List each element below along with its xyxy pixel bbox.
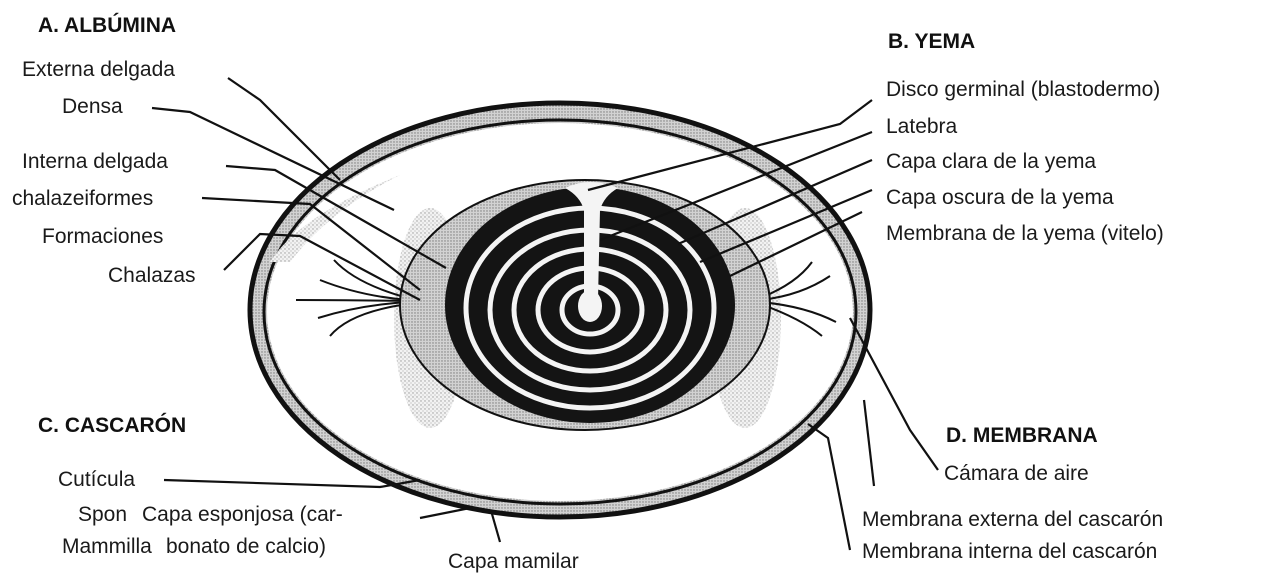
leader-membrana-externa xyxy=(864,400,874,486)
label-cuticula: Cutícula xyxy=(58,468,135,491)
label-interna-delgada: Interna delgada xyxy=(22,150,168,173)
yolk xyxy=(400,180,770,430)
label-membrana-interna: Membrana interna del cascarón xyxy=(862,540,1157,563)
section-title-albumina: A. ALBÚMINA xyxy=(38,13,176,37)
label-latebra: Latebra xyxy=(886,115,958,138)
section-title-yema: B. YEMA xyxy=(888,30,975,53)
label-capa-mamilar: Capa mamilar xyxy=(448,550,579,573)
label-chalazeiformes: chalazeiformes xyxy=(12,187,153,210)
leader-capa-mamilar xyxy=(492,514,500,542)
section-title-membrana: D. MEMBRANA xyxy=(946,424,1098,447)
label-formaciones: Formaciones xyxy=(42,225,163,248)
label-densa: Densa xyxy=(62,95,123,118)
label-externa-delgada: Externa delgada xyxy=(22,58,175,81)
label-mammilla: Mammilla xyxy=(62,535,152,558)
leader-capa-esponjosa xyxy=(420,508,470,518)
leader-externa-delgada xyxy=(228,78,340,180)
label-capa-esponjosa: Capa esponjosa (car- xyxy=(142,503,343,526)
label-disco-germinal: Disco germinal (blastodermo) xyxy=(886,78,1160,101)
label-membrana-yema: Membrana de la yema (vitelo) xyxy=(886,222,1164,245)
label-membrana-externa: Membrana externa del cascarón xyxy=(862,508,1163,531)
leader-membrana-interna xyxy=(808,424,850,550)
label-spon: Spon xyxy=(78,503,127,526)
label-capa-clara: Capa clara de la yema xyxy=(886,150,1096,173)
label-capa-oscura: Capa oscura de la yema xyxy=(886,186,1114,209)
label-chalazas: Chalazas xyxy=(108,264,196,287)
label-camara-aire: Cámara de aire xyxy=(944,462,1089,485)
label-bonato-calcio: bonato de calcio) xyxy=(166,535,326,558)
leader-camara-aire xyxy=(850,318,938,470)
section-title-cascaron: C. CASCARÓN xyxy=(38,413,186,437)
